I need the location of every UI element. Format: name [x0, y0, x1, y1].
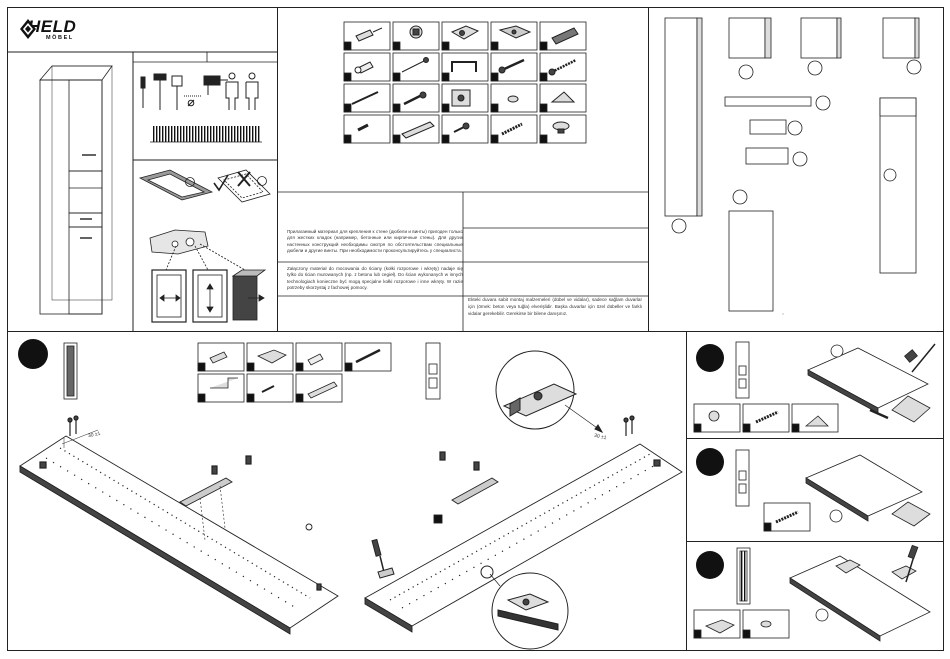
cross-dowel-icon	[501, 122, 523, 136]
notes-table-lines	[277, 191, 649, 332]
tools-icons	[140, 72, 259, 110]
brand-logo-icon	[20, 19, 36, 39]
screwdriver-icon	[371, 538, 395, 579]
brand-subtitle: MÖBEL	[46, 35, 74, 41]
screw-icon	[498, 58, 525, 74]
handle-icon	[451, 61, 477, 72]
step-1-cabinet-thumbnails	[63, 342, 441, 400]
cam-lock-icon	[409, 25, 423, 39]
note-polish: Załączony materiał do mocowania do ścian…	[287, 266, 463, 291]
bolt-icon	[453, 122, 470, 133]
note-turkish: Ekteki duvara sabit montaj malzemeleri (…	[468, 297, 642, 317]
step-1-hardware-boxes	[197, 342, 392, 403]
step-1-right-fasteners	[439, 415, 661, 471]
step-number-badges	[18, 339, 724, 579]
dowel-icon	[551, 27, 579, 45]
cabinet-overview-drawing	[39, 65, 113, 315]
brand-name: HELD	[28, 17, 77, 36]
step-2-drawing	[693, 341, 936, 433]
hinge-plate-icon	[498, 25, 532, 39]
detail-callout-bottom	[480, 565, 569, 650]
part-side-panel	[664, 17, 703, 234]
hardware-items-art	[351, 25, 579, 139]
measuring-scale	[150, 126, 262, 143]
hardware-kit-grid	[343, 21, 587, 144]
hinge-icon	[450, 25, 480, 40]
hinge-adjustment-diagram	[149, 229, 267, 323]
step-1-left-dimension	[61, 429, 99, 448]
pin-icon	[357, 123, 369, 132]
part-top-panel	[728, 17, 922, 80]
step-1-right-side-panel	[364, 443, 683, 633]
long-screw-icon	[548, 58, 577, 76]
wood-screw-icon	[351, 91, 379, 105]
step-4-panel	[686, 541, 944, 651]
knob-icon	[552, 121, 570, 134]
confirmat-icon	[354, 61, 374, 74]
wall-plug-icon	[355, 27, 383, 42]
step-1-left-side-panel	[19, 435, 339, 635]
screw-small-icon	[403, 91, 427, 106]
bracket-icon	[451, 89, 471, 107]
note-russian: Прилагаемый материал для крепления к сте…	[287, 229, 463, 254]
shelf-support-icon	[550, 91, 576, 103]
part-door	[728, 97, 917, 315]
rail-icon	[401, 121, 435, 139]
step-4-drawing	[693, 544, 931, 642]
step-3-drawing	[735, 449, 931, 532]
part-shelves	[724, 95, 831, 205]
surface-protection-diagram	[138, 169, 271, 203]
detail-callout-top	[495, 350, 604, 434]
nail-icon	[401, 57, 429, 73]
step-1-left-fasteners	[39, 415, 322, 591]
cap-icon	[507, 95, 519, 103]
